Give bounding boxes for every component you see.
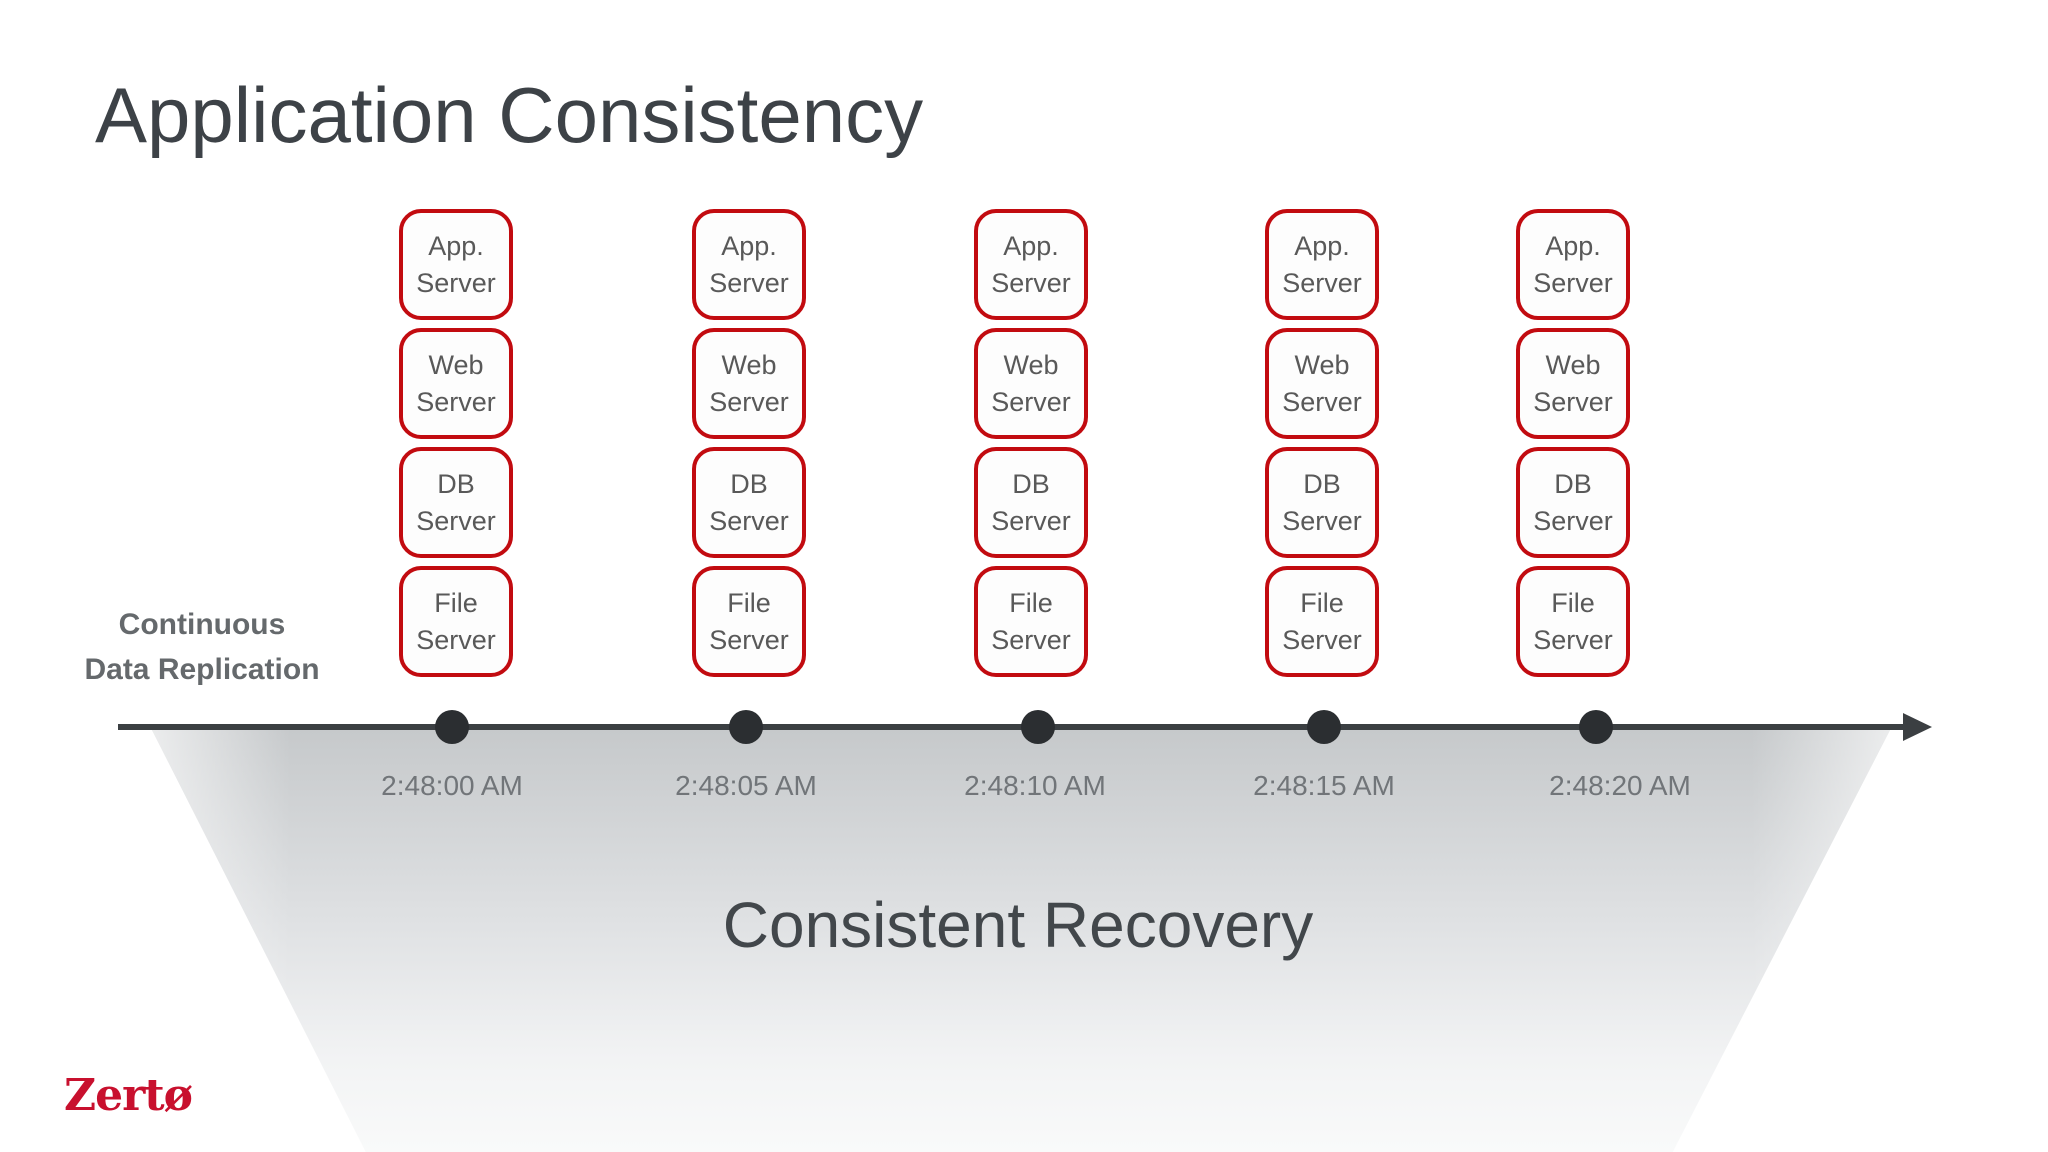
file-server-box: File Server [1265,566,1379,677]
web-server-box: Web Server [1265,328,1379,439]
zerto-logo: Zertø [64,1070,193,1121]
timeline-dot-4 [1307,710,1341,744]
file-server-box: File Server [974,566,1088,677]
server-column-5: App. Server Web Server DB Server File Se… [1516,209,1630,685]
server-column-4: App. Server Web Server DB Server File Se… [1265,209,1379,685]
page-title: Application Consistency [95,71,924,159]
app-server-box: App. Server [692,209,806,320]
db-server-box: DB Server [1516,447,1630,558]
timeline-dot-3 [1021,710,1055,744]
server-column-1: App. Server Web Server DB Server File Se… [399,209,513,685]
server-column-2: App. Server Web Server DB Server File Se… [692,209,806,685]
timestamp-label-1: 2:48:00 AM [381,770,523,801]
file-server-box: File Server [399,566,513,677]
app-server-box: App. Server [1265,209,1379,320]
app-server-box: App. Server [974,209,1088,320]
timeline-dot-5 [1579,710,1613,744]
web-server-box: Web Server [1516,328,1630,439]
timeline-dot-1 [435,710,469,744]
app-server-box: App. Server [399,209,513,320]
timestamp-label-5: 2:48:20 AM [1549,770,1691,801]
web-server-box: Web Server [692,328,806,439]
db-server-box: DB Server [1265,447,1379,558]
server-column-3: App. Server Web Server DB Server File Se… [974,209,1088,685]
app-server-box: App. Server [1516,209,1630,320]
timestamp-label-3: 2:48:10 AM [964,770,1106,801]
recovery-funnel [152,730,1890,1152]
replication-label: Continuous Data Replication [32,602,372,692]
db-server-box: DB Server [692,447,806,558]
replication-label-line2: Data Replication [84,653,320,686]
funnel-label: Consistent Recovery [722,889,1314,961]
db-server-box: DB Server [974,447,1088,558]
arrow-right-icon [1903,713,1932,741]
timeline-dot-2 [729,710,763,744]
replication-label-line1: Continuous [118,608,286,641]
timestamp-label-2: 2:48:05 AM [675,770,817,801]
timeline-line [118,724,1905,730]
timestamp-label-4: 2:48:15 AM [1253,770,1395,801]
file-server-box: File Server [1516,566,1630,677]
web-server-box: Web Server [974,328,1088,439]
file-server-box: File Server [692,566,806,677]
db-server-box: DB Server [399,447,513,558]
web-server-box: Web Server [399,328,513,439]
